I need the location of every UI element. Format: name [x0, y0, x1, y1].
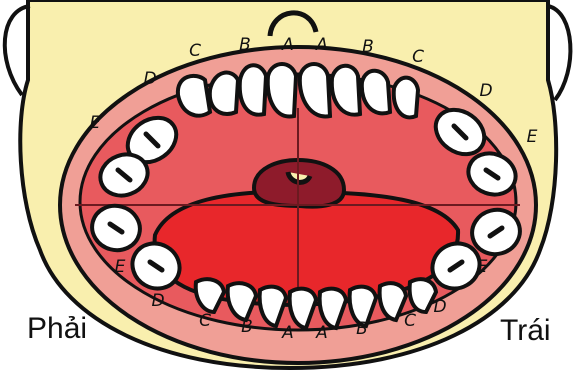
- right-side-label: Phải: [27, 314, 87, 344]
- upper-tooth-letter-9: D: [479, 81, 492, 101]
- upper-tooth-letter-4: B: [239, 35, 251, 55]
- lower-tooth-letter-6: A: [315, 323, 328, 343]
- lower-tooth-letter-2: D: [151, 291, 164, 311]
- lower-tooth-letter-4: B: [241, 317, 253, 337]
- upper-tooth-letter-8: C: [412, 47, 424, 67]
- upper-tooth-letter-5: A: [281, 35, 294, 55]
- upper-tooth: [240, 65, 266, 114]
- lower-tooth-letter-1: E: [115, 257, 126, 277]
- upper-tooth-letter-10: E: [527, 127, 538, 147]
- lower-tooth-letter-8: C: [404, 311, 416, 331]
- upper-tooth-letter-3: C: [189, 41, 201, 61]
- upper-tooth: [394, 78, 418, 118]
- upper-tooth-letter-2: D: [143, 69, 156, 89]
- left-side-label: Trái: [500, 316, 551, 346]
- upper-tooth-letter-6: A: [315, 35, 328, 55]
- upper-tooth-letter-1: E: [90, 113, 101, 133]
- upper-tooth: [178, 76, 210, 116]
- upper-tooth: [210, 73, 238, 114]
- lower-tooth-letter-3: C: [199, 311, 211, 331]
- lower-tooth-letter-7: B: [356, 319, 368, 339]
- lower-tooth-letter-9: D: [433, 297, 446, 317]
- lower-tooth-letter-5: A: [281, 323, 294, 343]
- lower-tooth-letter-10: E: [477, 257, 488, 277]
- upper-tooth-letter-7: B: [362, 37, 374, 57]
